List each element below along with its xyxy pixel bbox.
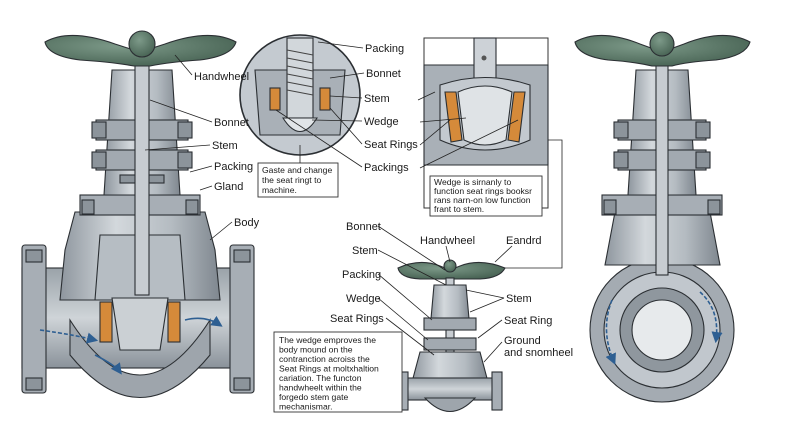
label-left-stem: Stem bbox=[212, 140, 238, 152]
label-small-handwheel: Handwheel bbox=[420, 235, 475, 247]
label-left-handwheel: Handwheel bbox=[194, 71, 249, 83]
circle-note-line: machine. bbox=[262, 185, 297, 195]
left-flow-arrow bbox=[184, 315, 223, 327]
small-valve bbox=[397, 259, 506, 412]
small-gland bbox=[423, 317, 477, 331]
circle-note-text: Gaste and change the seat ringt to machi… bbox=[262, 165, 335, 195]
left-valve bbox=[21, 30, 255, 399]
left-bonnet-bolt bbox=[81, 199, 95, 215]
circle-note-box bbox=[257, 162, 339, 198]
bottom-note-line: mechanismar. bbox=[279, 402, 333, 412]
circle-detail bbox=[239, 34, 361, 156]
label-detail-stem: Stem bbox=[364, 93, 390, 105]
right-bonnet-bolt bbox=[603, 199, 617, 215]
circle-detail-wedge bbox=[282, 117, 318, 133]
wedge-note-text: Wedge is sirnanly to function seat rings… bbox=[434, 177, 534, 214]
label-small-snomheel: and snomheel bbox=[504, 347, 573, 359]
wedge-note-line: Wedge is sirnanly to bbox=[434, 177, 511, 187]
label-small-seat-rings: Seat Rings bbox=[330, 313, 384, 325]
label-detail-bonnet: Bonnet bbox=[366, 68, 401, 80]
left-bonnet-bolt bbox=[185, 199, 199, 215]
wedge-note-line: rans narn-on low function bbox=[434, 195, 531, 205]
left-flow-arrow bbox=[39, 329, 99, 344]
label-left-packing: Packing bbox=[214, 161, 253, 173]
circle-detail-packing bbox=[269, 87, 281, 111]
left-handwheel bbox=[44, 34, 237, 67]
circle-detail-packing bbox=[319, 87, 331, 111]
left-handwheel-nut bbox=[128, 30, 156, 58]
left-flange-left bbox=[21, 244, 47, 394]
right-bonnet-bolt bbox=[707, 199, 721, 215]
label-small-ground: Ground bbox=[504, 335, 541, 347]
labels: Handwheel Bonnet Stem Packing Gland Body… bbox=[194, 43, 573, 359]
label-left-bonnet: Bonnet bbox=[214, 117, 249, 129]
left-gland-bolt bbox=[91, 151, 107, 169]
wedge-note-line: frant to stem. bbox=[434, 204, 484, 214]
wedge-note-box bbox=[429, 175, 543, 217]
left-flange-bolt bbox=[233, 249, 251, 263]
bottom-note-line: handwheelt within the bbox=[279, 383, 362, 393]
left-gland-bolt bbox=[177, 151, 193, 169]
bottom-note-line: contranction acroiss the bbox=[279, 354, 370, 364]
detail-seat-ring bbox=[444, 91, 463, 143]
right-gland-bolt bbox=[695, 121, 711, 139]
label-small-wedge: Wedge bbox=[346, 293, 381, 305]
right-bore-inner bbox=[631, 299, 693, 361]
label-detail-packing: Packing bbox=[365, 43, 404, 55]
circle-detail-thread bbox=[286, 49, 314, 96]
right-handwheel bbox=[574, 34, 751, 67]
bottom-note-text: The wedge emproves the body mound on the… bbox=[279, 335, 381, 412]
left-seat-ring bbox=[99, 301, 113, 343]
left-gland-bolt bbox=[91, 121, 107, 139]
left-flow-arrow bbox=[94, 354, 122, 375]
left-flange-right bbox=[229, 244, 255, 394]
label-small-seat-ring: Seat Ring bbox=[504, 315, 552, 327]
bottom-note-line: body mound on the bbox=[279, 345, 353, 355]
detail-wedge bbox=[457, 85, 513, 146]
small-gland bbox=[423, 337, 477, 351]
label-small-stem-right: Stem bbox=[506, 293, 532, 305]
bottom-note-line: Seat Rings at moltxhaltion bbox=[279, 364, 379, 374]
left-flange-bolt bbox=[25, 377, 43, 391]
right-gland-bolt bbox=[695, 151, 711, 169]
left-stem bbox=[134, 49, 150, 296]
right-gland-bolt bbox=[613, 121, 629, 139]
left-flange-bolt bbox=[233, 377, 251, 391]
detail-stem-pin bbox=[481, 55, 487, 61]
label-small-packing: Packing bbox=[342, 269, 381, 281]
label-detail-wedge: Wedge bbox=[364, 116, 399, 128]
bottom-note-line: cariation. The functon bbox=[279, 373, 362, 383]
small-pipe bbox=[399, 377, 501, 401]
left-gland-bolt bbox=[177, 121, 193, 139]
right-flow-arrow bbox=[605, 299, 616, 365]
label-detail-packings: Packings bbox=[364, 162, 409, 174]
label-small-eandrd: Eandrd bbox=[506, 235, 541, 247]
circle-note-line: the seat ringt to bbox=[262, 175, 321, 185]
leader-lines bbox=[144, 41, 519, 363]
right-stem bbox=[655, 49, 669, 276]
label-small-bonnet: Bonnet bbox=[346, 221, 381, 233]
label-small-stem: Stem bbox=[352, 245, 378, 257]
label-detail-seat-rings: Seat Rings bbox=[364, 139, 418, 151]
circle-note-line: Gaste and change bbox=[262, 165, 332, 175]
bottom-note-box bbox=[273, 331, 403, 413]
small-flange bbox=[491, 371, 503, 411]
small-bowl bbox=[423, 397, 477, 412]
left-wedge bbox=[111, 297, 169, 351]
left-flange-bolt bbox=[25, 249, 43, 263]
bottom-note-line: The wedge emproves the bbox=[279, 335, 376, 345]
right-handwheel-nut bbox=[649, 31, 675, 57]
left-seat-ring bbox=[167, 301, 181, 343]
small-handwheel-nut bbox=[443, 259, 457, 273]
detail-connector-line bbox=[505, 139, 563, 269]
bottom-note-line: forgedo stem gate bbox=[279, 392, 348, 402]
right-flow-arrow bbox=[699, 291, 723, 344]
right-gland-bolt bbox=[613, 151, 629, 169]
wedge-note-line: function seat rings booksr bbox=[434, 186, 532, 196]
label-left-gland: Gland bbox=[214, 181, 243, 193]
label-left-body: Body bbox=[234, 217, 260, 229]
right-valve bbox=[574, 31, 751, 403]
